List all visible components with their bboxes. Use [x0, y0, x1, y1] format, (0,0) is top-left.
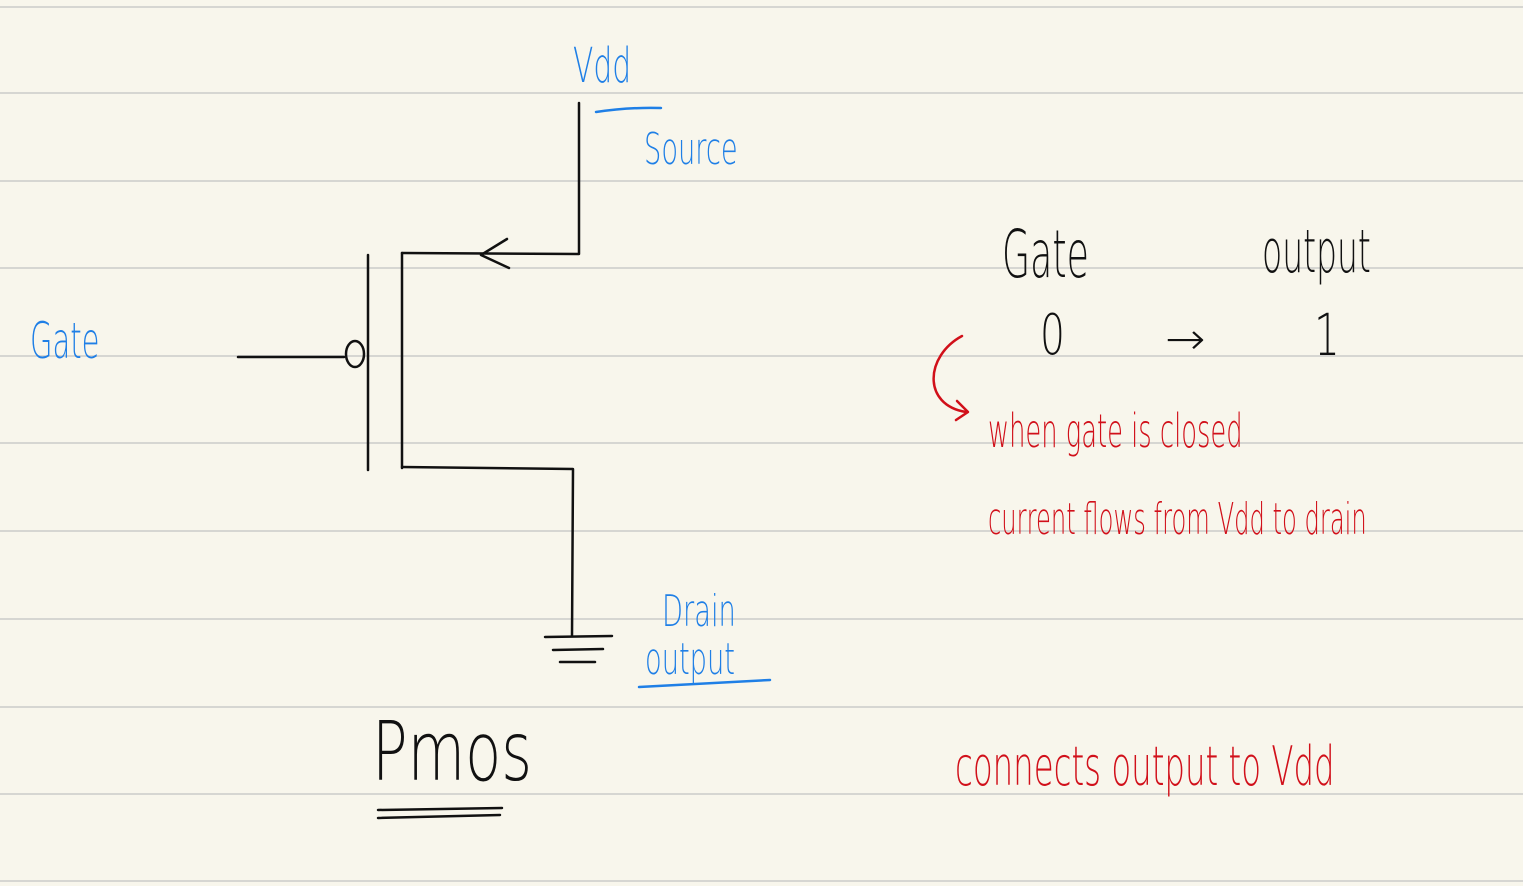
ground-line-1 — [543, 634, 614, 639]
gate-bubble — [344, 339, 366, 369]
vdd-underline — [594, 106, 663, 114]
drain-output-label: output — [645, 634, 735, 685]
ruled-line — [0, 706, 1523, 708]
source-arrow — [479, 237, 511, 270]
ruled-line — [0, 355, 1523, 357]
ruled-line — [0, 6, 1523, 8]
ruled-line — [0, 530, 1523, 532]
drain-label: Drain — [662, 586, 736, 637]
diagram-title: Pmos — [372, 705, 532, 800]
note-line-2: current flows from Vdd to drain — [988, 494, 1367, 545]
ruled-line — [0, 618, 1523, 620]
ruled-line — [0, 793, 1523, 795]
title-underline-2 — [376, 813, 502, 820]
output-underline — [637, 678, 772, 689]
ground-line-2 — [551, 647, 605, 652]
truth-table-arrow: → — [1165, 314, 1206, 365]
truth-table-output-value: 1 — [1314, 301, 1340, 369]
note-line-1: when gate is closed — [988, 404, 1243, 458]
source-label: Source — [644, 124, 738, 175]
ruled-line — [0, 180, 1523, 182]
drain-wire — [400, 465, 575, 638]
vdd-label: Vdd — [573, 38, 632, 94]
note-summary: connects output to Vdd — [955, 735, 1335, 798]
truth-table-header-output: output — [1262, 217, 1371, 287]
source-wire — [400, 101, 581, 256]
gate-left-label: Gate — [30, 312, 100, 370]
note-hook-arrow — [932, 334, 968, 414]
ruled-line — [0, 880, 1523, 882]
truth-table-gate-value: 0 — [1040, 303, 1065, 368]
ruled-line — [0, 267, 1523, 269]
title-underline-1 — [376, 806, 504, 812]
ruled-line — [0, 442, 1523, 444]
truth-table-header-gate: Gate — [1002, 216, 1089, 293]
note-hook-arrowhead — [954, 399, 970, 422]
ruled-line — [0, 92, 1523, 94]
